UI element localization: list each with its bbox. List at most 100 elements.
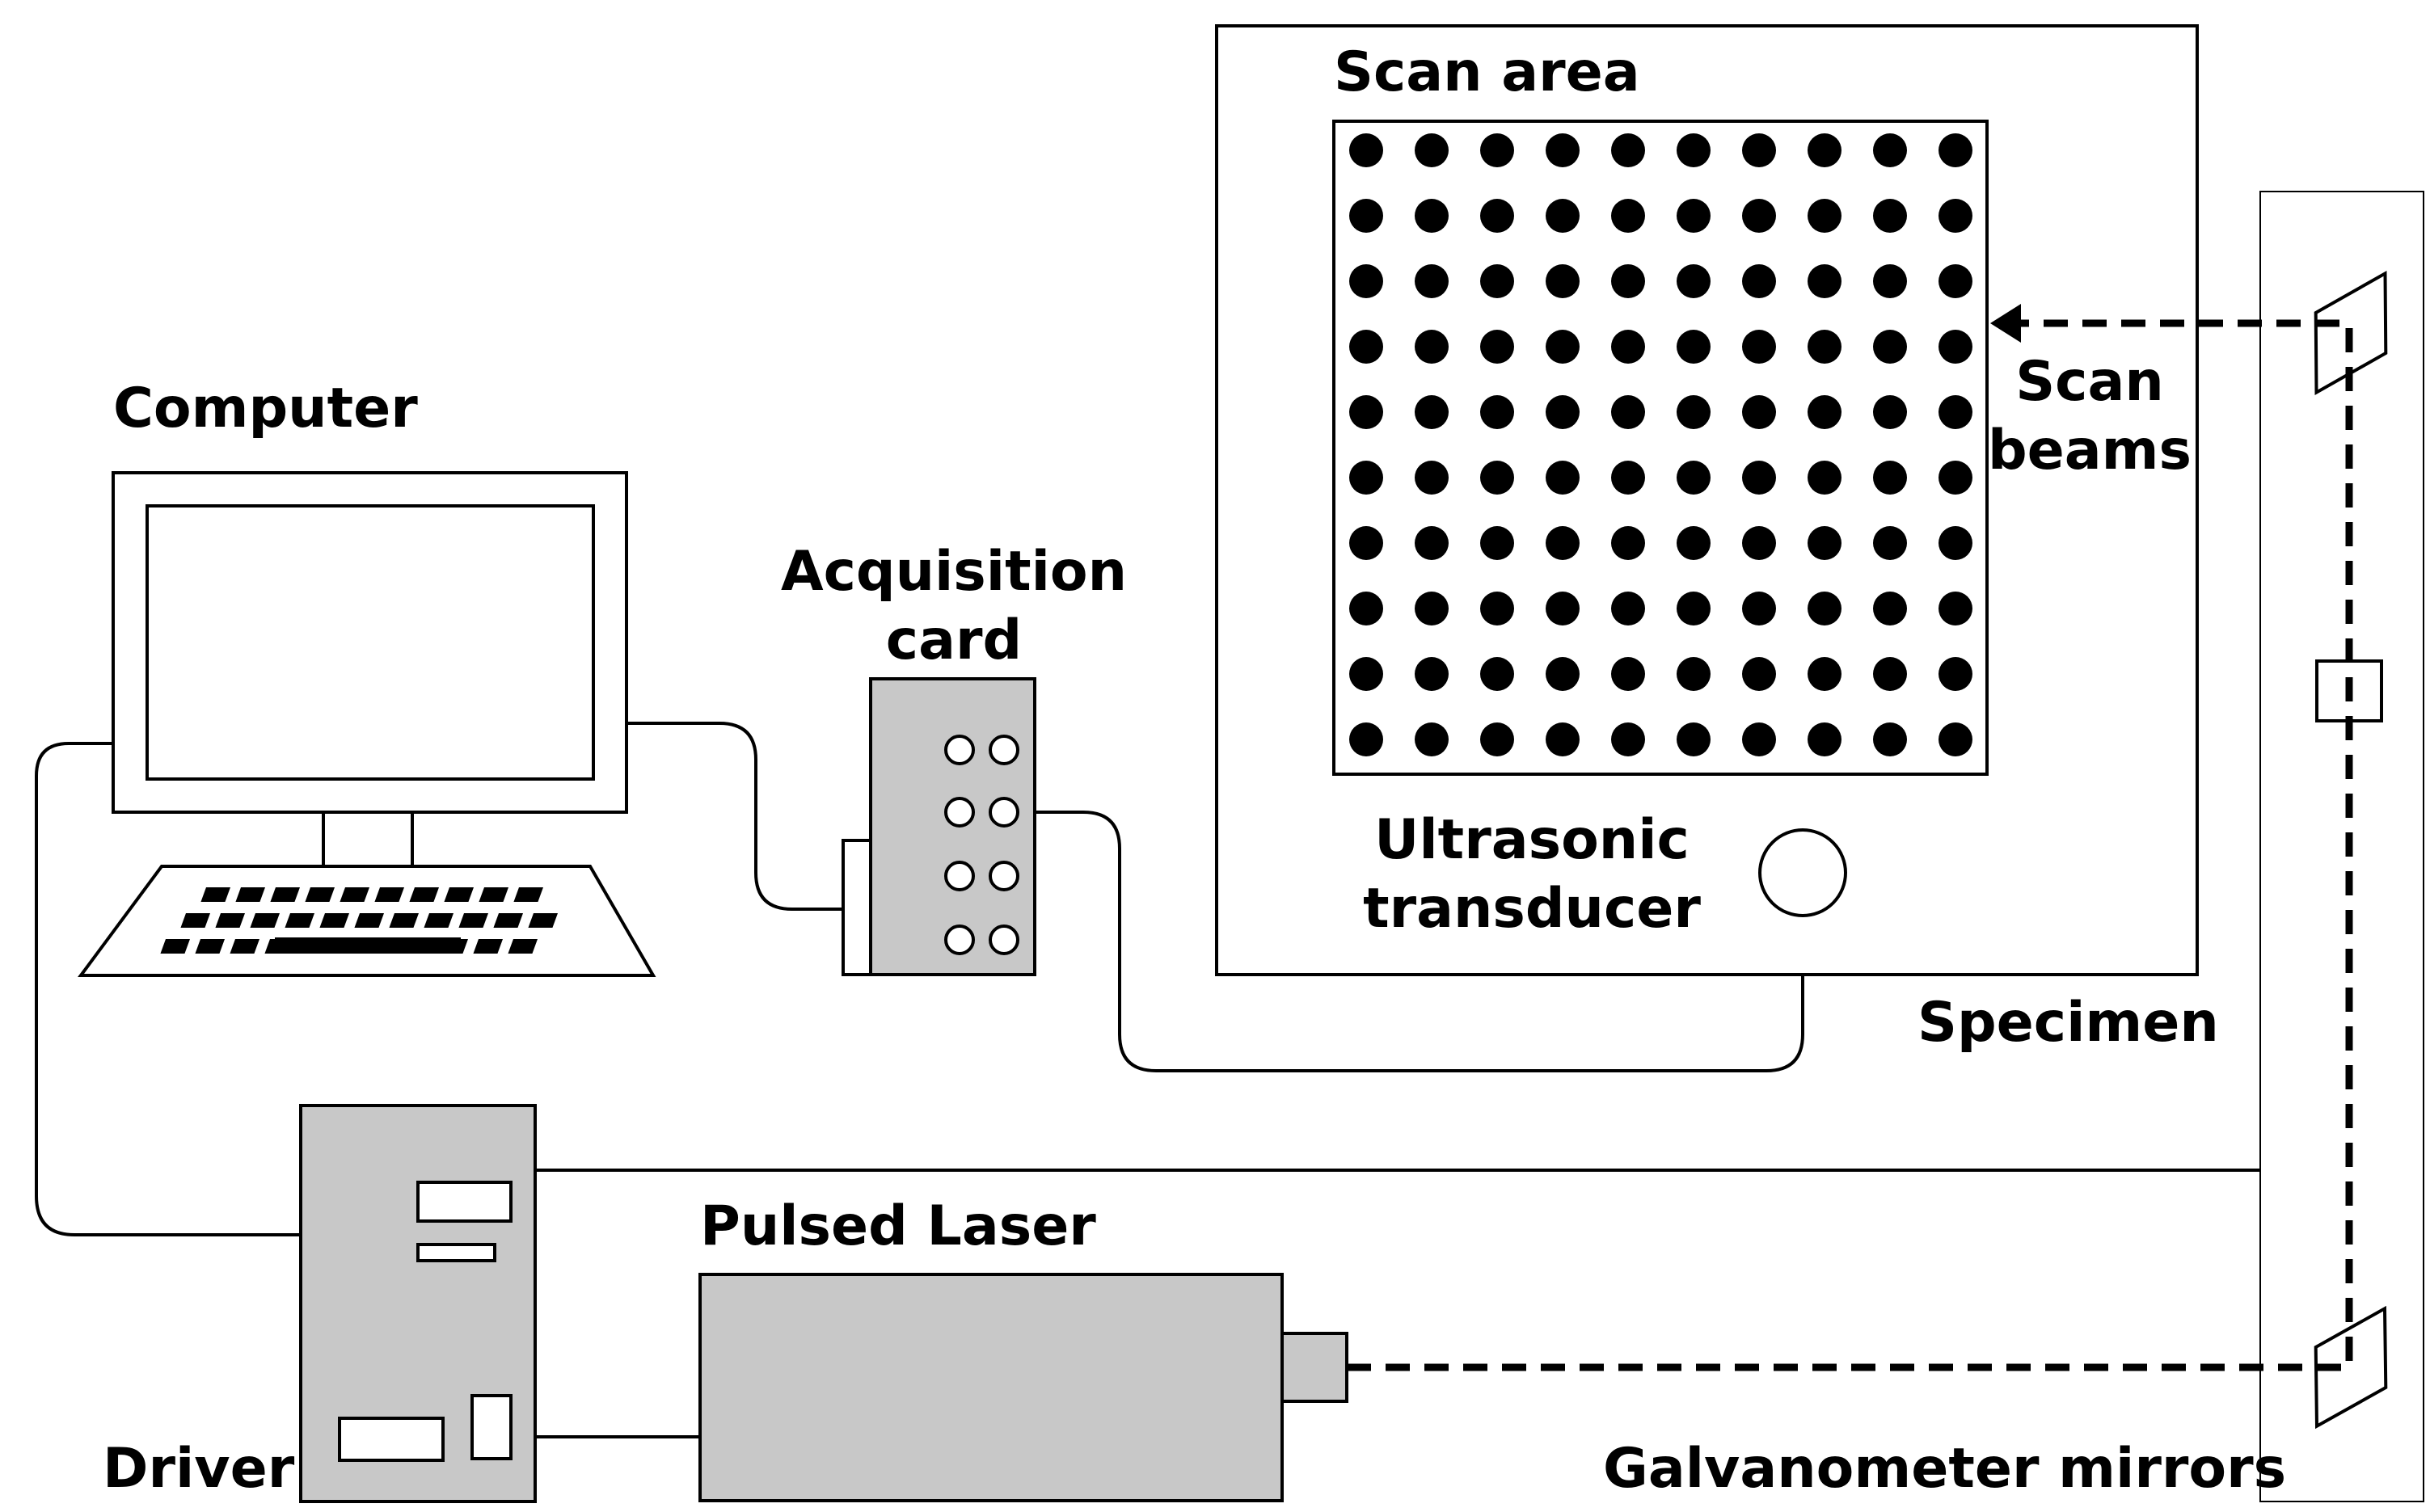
scan-point [1611,395,1645,429]
scan-point [1808,722,1841,756]
keyboard-key [493,913,523,928]
ultrasonic-transducer [1758,828,1847,917]
scan-point [1742,199,1776,233]
acquisition-port [944,861,975,891]
scan-point [1415,133,1449,167]
scan-point [1611,592,1645,625]
keyboard-key [528,913,558,928]
scan-point [1349,592,1383,625]
pulsed-laser-body [698,1273,1284,1502]
acquisition-port [989,797,1019,828]
driver-slot-2 [416,1243,496,1262]
scan-point [1808,330,1841,364]
driver-slot-3 [338,1417,445,1462]
scan-point [1939,199,1972,233]
scan-point [1415,657,1449,691]
scan-point [1611,722,1645,756]
scan-point [1480,461,1514,495]
scan-point [1939,330,1972,364]
scan-point [1480,657,1514,691]
acquisition-card [842,677,1036,976]
scan-point [1546,592,1580,625]
scan-point [1349,199,1383,233]
scan-point [1742,264,1776,298]
keyboard-key [305,887,335,902]
scan-point-grid [1349,133,1972,756]
scan-point [1677,330,1711,364]
scan-point [1415,526,1449,560]
scan-point [1546,133,1580,167]
scan-point [1546,461,1580,495]
keyboard-key [473,939,503,954]
keyboard-key [319,913,349,928]
label-computer: Computer [113,377,418,440]
scan-point [1611,133,1645,167]
scan-point [1939,722,1972,756]
label-ultrasonic-line2: transducer [1363,877,1701,941]
keyboard-key [215,913,245,928]
scan-point [1939,526,1972,560]
galvanometer-panel [2259,191,2424,1502]
scan-point [1415,395,1449,429]
acquisition-port [989,861,1019,891]
scan-point [1873,592,1907,625]
scan-point [1611,199,1645,233]
label-scan-area: Scan area [1334,40,1640,104]
driver-slot-4 [470,1394,513,1460]
keyboard-key [374,887,404,902]
computer [78,471,656,977]
scan-point [1742,592,1776,625]
scan-point [1939,657,1972,691]
scan-point [1873,461,1907,495]
scan-point [1546,526,1580,560]
scan-point [1415,461,1449,495]
keyboard-key [195,939,225,954]
scan-point [1677,461,1711,495]
label-scan-beams-line1: Scan [2015,350,2164,414]
cable-computer-acquisition [626,722,843,911]
scan-point [1349,133,1383,167]
scan-point [1349,264,1383,298]
keyboard-key [160,939,191,954]
galvanometer-mirror-bottom [2314,1305,2388,1430]
acquisition-ports [944,735,1019,955]
scan-point [1873,526,1907,560]
scan-point [1480,133,1514,167]
keyboard-key [513,887,543,902]
keyboard-key [424,913,454,928]
keyboard-key [235,887,265,902]
keyboard-key [458,913,488,928]
scan-point [1611,264,1645,298]
scan-point [1546,657,1580,691]
keyboard-key [508,939,538,954]
scan-point [1677,264,1711,298]
scan-point [1677,592,1711,625]
scan-point [1415,592,1449,625]
scan-point [1808,199,1841,233]
scan-point [1742,133,1776,167]
scan-point [1677,526,1711,560]
scan-point [1873,133,1907,167]
scan-point [1873,330,1907,364]
scan-point [1480,592,1514,625]
scan-point [1939,461,1972,495]
pulsed-laser [698,1273,1348,1502]
scan-point [1742,461,1776,495]
acquisition-card-side [842,839,872,976]
driver [299,1104,537,1503]
scan-point [1677,395,1711,429]
scan-point [1349,330,1383,364]
keyboard-key [389,913,419,928]
scan-point [1677,722,1711,756]
keyboard-key [354,913,384,928]
scan-point [1349,657,1383,691]
scan-point [1480,330,1514,364]
label-specimen: Specimen [1917,991,2219,1055]
scan-point [1480,526,1514,560]
scan-point [1480,722,1514,756]
scan-point [1546,395,1580,429]
scan-point [1677,199,1711,233]
scan-point [1873,395,1907,429]
acquisition-port [944,797,975,828]
